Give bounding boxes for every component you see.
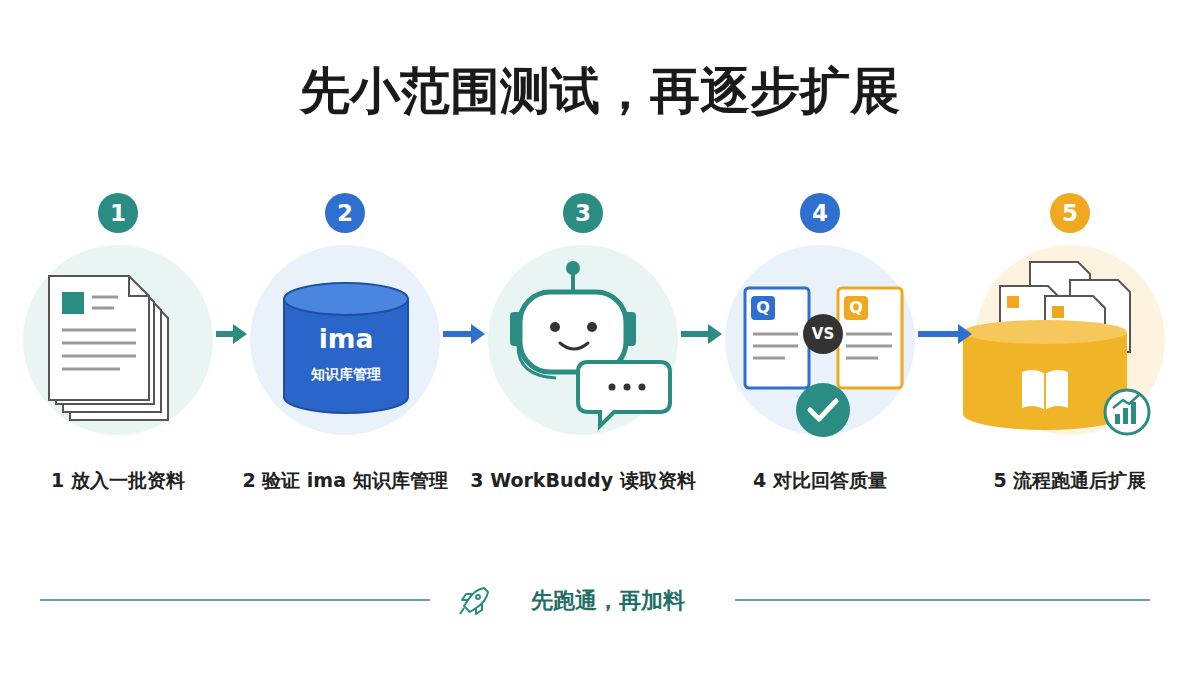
step-label: 5 流程跑通后扩展 — [994, 468, 1147, 494]
step-label: 1 放入一批资料 — [51, 468, 185, 494]
q-badge: Q — [751, 296, 775, 320]
step-label: 4 对比回答质量 — [753, 468, 887, 494]
step-ground — [23, 245, 213, 435]
cylinder-subtitle: 知识库管理 — [282, 365, 410, 384]
step-circle: 22 验证 ima 知识库管理ima知识库管理 — [250, 245, 440, 435]
flow-arrow — [216, 324, 247, 344]
footer-slogan: 先跑通，再加料 — [527, 586, 689, 616]
text-lines — [62, 297, 136, 369]
cylinder-title: ima — [282, 323, 410, 354]
step-label: 2 验证 ima 知识库管理 — [242, 468, 447, 494]
step-number: 2 — [325, 193, 365, 233]
flow-arrow — [443, 324, 485, 344]
flow-arrow — [681, 324, 722, 344]
step-label: 3 WorkBuddy 读取资料 — [470, 468, 695, 494]
step-ground — [250, 245, 440, 435]
doc-mark — [62, 292, 84, 314]
rocket-icon — [460, 588, 488, 614]
database-cylinder: ima 知识库管理 — [282, 281, 410, 415]
footer-rule — [735, 599, 1150, 601]
document-icon — [49, 276, 168, 420]
step-circle: 11 放入一批资料 — [23, 245, 213, 435]
step-number: 4 — [800, 193, 840, 233]
compare-icon — [745, 288, 902, 437]
footer-rule — [40, 599, 430, 601]
step-number: 3 — [563, 193, 603, 233]
q-badge: Q — [844, 296, 868, 320]
step-number: 5 — [1050, 193, 1090, 233]
flow-arrow — [918, 324, 972, 344]
step-ground — [488, 245, 678, 435]
expand-icon — [963, 262, 1149, 434]
step-number: 1 — [98, 193, 138, 233]
diagram-title: 先小范围测试，再逐步扩展 — [0, 58, 1199, 125]
step-circle: 33 WorkBuddy 读取资料 — [488, 245, 678, 435]
step-circle: 55 流程跑通后扩展 — [975, 245, 1165, 435]
robot-icon — [510, 261, 670, 426]
vs-mark: VS — [803, 324, 843, 344]
